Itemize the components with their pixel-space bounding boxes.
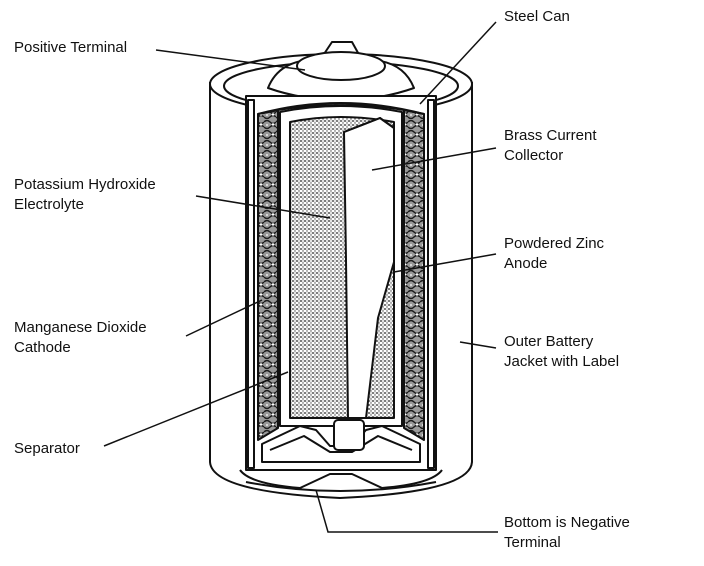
label-manganese-dioxide-cathode: Manganese Dioxide Cathode xyxy=(14,319,147,356)
steel-can-wall-left xyxy=(247,99,255,469)
leader-cathode xyxy=(185,299,263,337)
bottom-seal xyxy=(261,425,421,463)
label-bottom-negative-terminal: Bottom is Negative Terminal xyxy=(504,514,630,551)
leader-steel-can xyxy=(419,21,497,105)
cathode-left xyxy=(257,109,279,441)
leader-separator xyxy=(103,371,289,447)
negative-terminal-cap xyxy=(239,469,443,489)
leader-positive-terminal xyxy=(155,49,306,71)
label-powdered-zinc-anode: Powdered Zinc Anode xyxy=(504,235,605,272)
leader-zinc-anode xyxy=(393,253,497,273)
label-separator: Separator xyxy=(14,440,80,457)
steel-can-wall-right xyxy=(427,99,435,469)
leader-negative-terminal xyxy=(315,489,498,533)
leader-electrolyte xyxy=(195,195,331,219)
leader-brass-collector xyxy=(371,147,497,171)
cathode-top xyxy=(257,102,425,115)
label-steel-can: Steel Can xyxy=(504,8,570,25)
leader-jacket xyxy=(459,341,497,349)
label-brass-current-collector: Brass Current Collector xyxy=(504,127,597,164)
label-positive-terminal: Positive Terminal xyxy=(14,39,128,56)
label-outer-battery-jacket: Outer Battery Jacket with Label xyxy=(504,333,620,370)
label-potassium-hydroxide-electrolyte: Potassium Hydroxide Electrolyte xyxy=(14,176,156,213)
cathode-right xyxy=(403,109,425,441)
